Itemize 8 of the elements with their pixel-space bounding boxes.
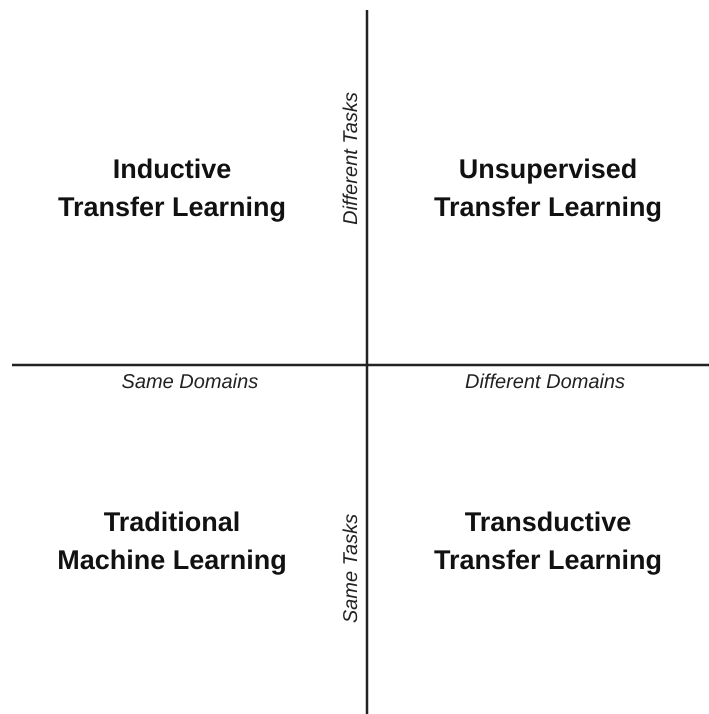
quadrant-label: Unsupervised Transfer Learning [433, 153, 663, 224]
axis-label: Same Tasks [340, 513, 363, 623]
quadrant-label: Inductive Transfer Learning [57, 153, 287, 224]
quadrant-label: Traditional Machine Learning [57, 506, 287, 577]
quadrant-label: Transductive Transfer Learning [433, 506, 663, 577]
axis-label: Same Domains [122, 370, 258, 394]
axis-label: Different Tasks [339, 92, 362, 224]
axis-label: Different Domains [465, 370, 626, 394]
